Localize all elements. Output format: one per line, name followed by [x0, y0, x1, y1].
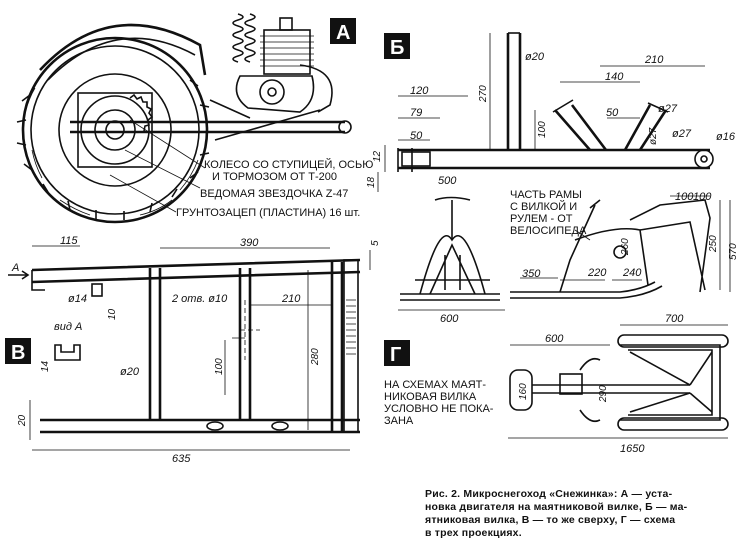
callout-wheel-2: И ТОРМОЗОМ ОТ Т-200: [212, 171, 337, 183]
caption-line-3: ятниковая вилка, В — то же сверху, Г — с…: [425, 514, 676, 526]
dim-b-140: 140: [605, 71, 624, 83]
dim-g-700: 700: [665, 313, 684, 325]
dim-v-5: 5: [370, 240, 381, 246]
dim-v-20: 20: [17, 414, 28, 427]
badge-v-label: В: [11, 342, 25, 364]
caption-line-1: Рис. 2. Микроснегоход «Снежинка»: А — ус…: [425, 488, 673, 500]
dim-b-100: 100: [537, 121, 548, 138]
dim-b-d20: ø20: [525, 51, 545, 63]
dim-g-290: 290: [598, 385, 609, 403]
dim-v-115: 115: [60, 235, 78, 247]
caption-line-2: новка двигателя на маятниковой вилке, Б …: [425, 501, 688, 513]
dim-b-120: 120: [410, 85, 429, 97]
dim-b-d27a: ø27: [658, 103, 678, 115]
dim-v-390: 390: [240, 237, 259, 249]
caption-line-4: в трех проекциях.: [425, 527, 522, 539]
badge-b: [384, 33, 410, 59]
dim-b-240: 240: [622, 267, 642, 279]
callout-sprocket: ВЕДОМАЯ ЗВЕЗДОЧКА Z-47: [200, 188, 348, 200]
dim-b-500: 500: [438, 175, 457, 187]
panel-a-engine-mount: КОЛЕСО СО СТУПИЦЕЙ, ОСЬЮ И ТОРМОЗОМ ОТ Т…: [16, 13, 373, 224]
view-a-label: вид А: [54, 321, 82, 333]
dim-v-10: 10: [107, 308, 118, 320]
dim-b-570: 570: [728, 243, 739, 260]
dim-g-160: 160: [518, 383, 529, 400]
view-a-dim: 14: [40, 360, 51, 372]
dim-b-d27c: ø27: [672, 128, 692, 140]
callout-grouser: ГРУНТОЗАЦЕП (ПЛАСТИНА) 16 шт.: [176, 207, 360, 219]
note-g-2: НИКОВАЯ ВИЛКА: [384, 391, 477, 403]
dim-b-210: 210: [644, 54, 664, 66]
dim-v-100: 100: [214, 358, 225, 375]
dim-b-100a: 100: [675, 191, 694, 203]
note-g-1: НА СХЕМАХ МАЯТ-: [384, 379, 486, 391]
hub-plate: [77, 92, 153, 168]
note-g-3: УСЛОВНО НЕ ПОКА-: [384, 403, 494, 415]
note-b-2: С ВИЛКОЙ И: [510, 200, 577, 213]
arrow-a-label: А: [11, 262, 19, 274]
callout-wheel-1: КОЛЕСО СО СТУПИЦЕЙ, ОСЬЮ: [204, 158, 373, 171]
dim-b-50a: 50: [606, 107, 619, 119]
panel-v-top-view: В А 115 390 5 ø14 10 2 отв. ø10 210 ø20 …: [5, 235, 381, 465]
engine: [209, 13, 333, 141]
side-view: [398, 195, 731, 311]
dim-v-d20: ø20: [120, 366, 140, 378]
badge-g: [384, 340, 410, 366]
dim-g-600: 600: [545, 333, 564, 345]
dim-b-270: 270: [478, 85, 489, 103]
dim-b-d16: ø16: [716, 131, 736, 143]
dim-g-1650: 1650: [620, 443, 645, 455]
badge-v: [5, 338, 31, 364]
note-g-4: ЗАНА: [384, 415, 414, 427]
figure-caption: Рис. 2. Микроснегоход «Снежинка»: А — ус…: [425, 488, 735, 540]
dim-b-18: 18: [366, 176, 377, 188]
badge-g-label: Г: [390, 344, 401, 366]
dim-v-210: 210: [281, 293, 301, 305]
note-b-4: ВЕЛОСИПЕДА: [510, 225, 587, 237]
badge-b-label: Б: [390, 37, 404, 59]
tire-tread: [16, 79, 210, 220]
badge-a-label: А: [336, 22, 350, 44]
dim-b-100b: 100: [693, 191, 712, 203]
dim-v-635: 635: [172, 453, 191, 465]
panel-g-three-projections: Г НА СХЕМАХ МАЯТ- НИКОВАЯ ВИЛКА УСЛОВНО …: [384, 313, 729, 455]
dim-v-d14: ø14: [68, 293, 87, 305]
note-b-1: ЧАСТЬ РАМЫ: [510, 189, 582, 201]
note-b-3: РУЛЕМ - ОТ: [510, 213, 573, 225]
dim-b-350: 350: [522, 268, 541, 280]
dim-b-d27b: ø27: [648, 127, 659, 145]
dim-b-220: 220: [587, 267, 607, 279]
dim-v-280: 280: [310, 348, 321, 366]
dim-b-260: 260: [620, 238, 631, 256]
dim-b-50b: 50: [410, 130, 423, 142]
dim-b-12: 12: [372, 150, 383, 162]
badge-a: [330, 18, 356, 44]
dim-b-600: 600: [440, 313, 459, 325]
dim-b-79: 79: [410, 107, 422, 119]
dim-b-250: 250: [708, 235, 719, 253]
panel-b-swing-fork: Б ø20 210 140 ø27 120 270 100 50 ø27 ø27…: [366, 32, 739, 325]
dim-v-holes: 2 отв. ø10: [171, 293, 228, 305]
